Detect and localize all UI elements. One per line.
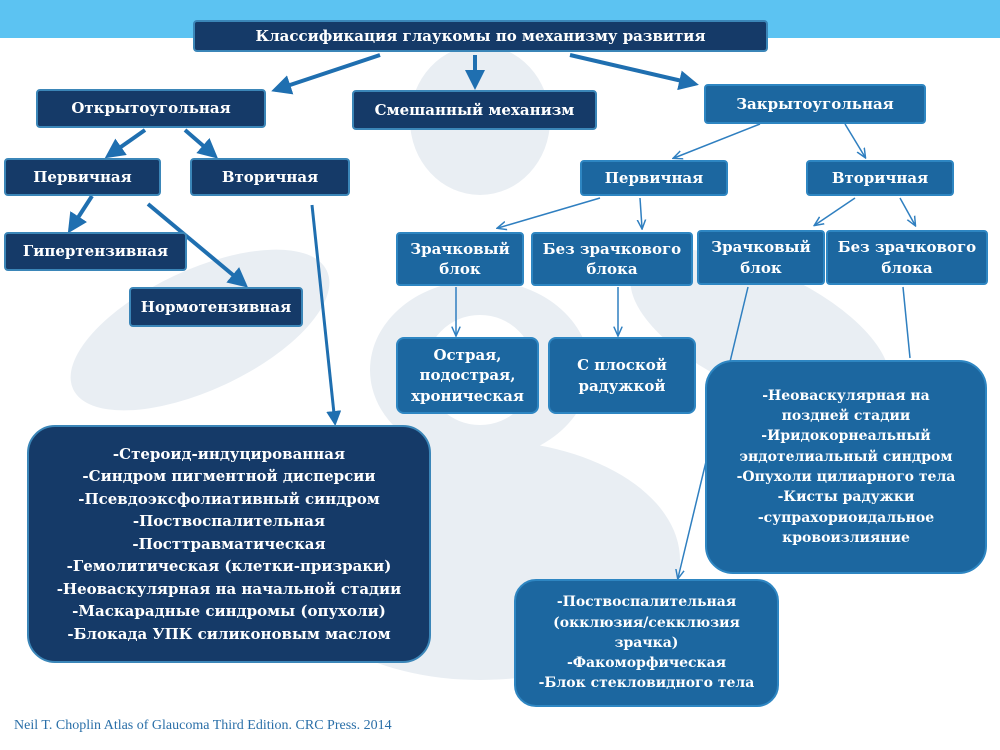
- open-secondary-box: Вторичная: [190, 158, 350, 196]
- list-item: -Псевдоэксфолиативный синдром: [78, 489, 380, 508]
- open-primary-box: Первичная: [4, 158, 161, 196]
- list-item: поздней стадии: [781, 408, 911, 425]
- closed-secondary-box: Вторичная: [806, 160, 954, 196]
- list-item: -Поствоспалительная: [556, 594, 737, 611]
- list-item: -Стероид-индуцированная: [112, 444, 346, 463]
- secondary-no-pupil-block-box: Без зрачкового блока: [826, 230, 988, 285]
- closed-angle-box: Закрытоугольная: [704, 84, 926, 124]
- list-item: кровоизлияние: [782, 529, 910, 546]
- list-item: эндотелиальный синдром: [739, 448, 953, 465]
- list-item: -Поствоспалительная: [132, 512, 326, 531]
- secondary-pupil-block-causes-list: -Поствоспалительная (окклюзия/секклюзия …: [514, 579, 779, 707]
- open-angle-box: Открытоугольная: [36, 89, 266, 128]
- primary-pupil-block-box: Зрачковый блок: [396, 232, 524, 286]
- open-secondary-causes-list: -Стероид-индуцированная -Синдром пигмент…: [27, 425, 431, 663]
- list-item: -Иридокорнеальный: [761, 428, 931, 445]
- list-item: -Кисты радужки: [777, 489, 915, 506]
- list-item: -Синдром пигментной дисперсии: [82, 467, 376, 486]
- list-item: -супрахориоидальное: [757, 509, 935, 526]
- hypertensive-box: Гипертензивная: [4, 232, 187, 271]
- secondary-no-pupil-block-causes-list: -Неоваскулярная на поздней стадии -Иридо…: [705, 360, 987, 574]
- list-item: зрачка): [614, 634, 679, 651]
- source-citation: Neil T. Choplin Atlas of Glaucoma Third …: [14, 718, 392, 733]
- closed-primary-box: Первичная: [580, 160, 728, 196]
- diagram-title: Классификация глаукомы по механизму разв…: [193, 20, 768, 52]
- list-item: -Блок стекловидного тела: [538, 675, 755, 692]
- list-item: -Неоваскулярная на: [762, 387, 930, 404]
- list-item: -Посттравматическая: [132, 534, 326, 553]
- list-item: (окклюзия/секклюзия: [553, 614, 740, 631]
- pupil-block-types-box: Острая, подострая, хроническая: [396, 337, 539, 414]
- list-item: -Неоваскулярная на начальной стадии: [56, 579, 402, 598]
- mixed-mechanism-box: Смешанный механизм: [352, 90, 597, 130]
- list-item: -Гемолитическая (клетки-призраки): [66, 557, 392, 576]
- list-item: -Маскарадные синдромы (опухоли): [72, 602, 386, 621]
- plateau-iris-box: С плоской радужкой: [548, 337, 696, 414]
- list-item: -Опухоли цилиарного тела: [736, 469, 956, 485]
- list-item: -Факоморфическая: [566, 655, 727, 672]
- primary-no-pupil-block-box: Без зрачкового блока: [531, 232, 693, 286]
- secondary-pupil-block-box: Зрачковый блок: [697, 230, 825, 285]
- normotensive-box: Нормотензивная: [129, 287, 303, 327]
- list-item: -Блокада УПК силиконовым маслом: [67, 624, 391, 643]
